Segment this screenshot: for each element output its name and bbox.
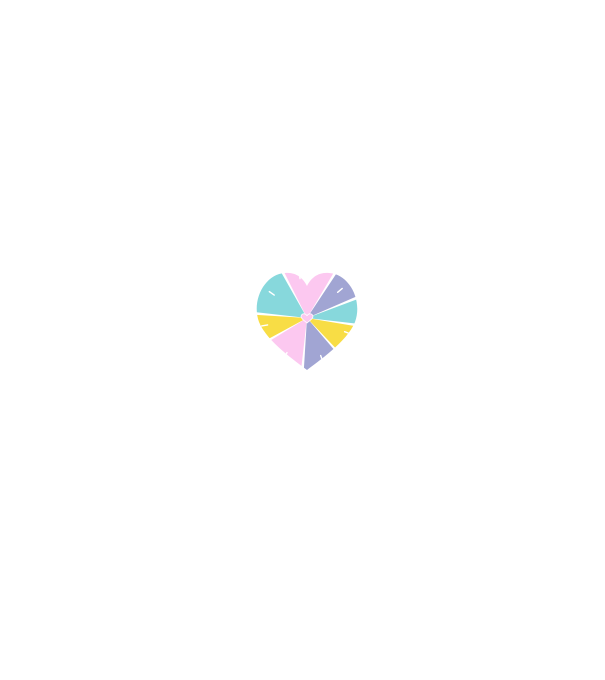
edge-notch-7 bbox=[268, 290, 275, 296]
segment-right-teal bbox=[307, 286, 358, 329]
segmented-heart-icon bbox=[253, 270, 361, 374]
edge-notch-2 bbox=[336, 287, 343, 293]
heart-icon bbox=[300, 313, 314, 324]
edge-notch-6 bbox=[260, 324, 269, 327]
edge-notch-5 bbox=[283, 351, 288, 359]
heart-graphic bbox=[256, 272, 358, 371]
